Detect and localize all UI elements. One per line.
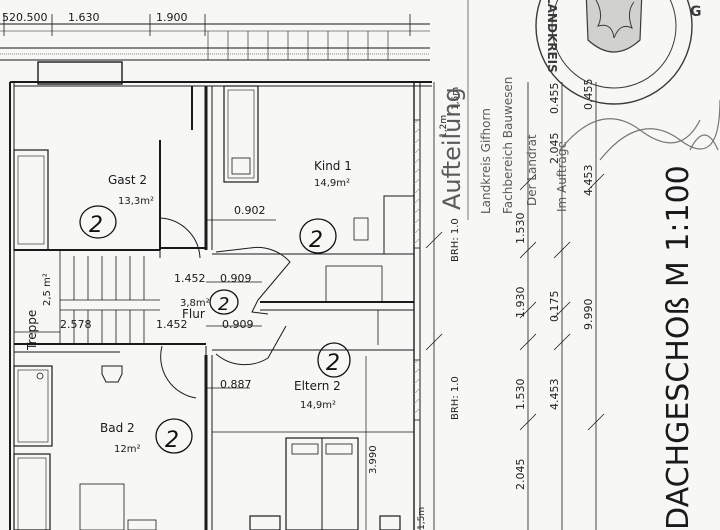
room-area-kind: 14,9m²: [314, 178, 350, 189]
fixtures: [13, 85, 421, 530]
dimension-0887: 0.887: [220, 378, 252, 391]
dimension-right-col2-2: 0.175: [548, 291, 561, 323]
room-area-gast: 13,3m²: [118, 196, 154, 207]
stamp-title: Aufteilung: [438, 87, 466, 210]
brh-upper: BRH: 1.0: [450, 218, 461, 262]
dimension-right-col2-1: 2.045: [548, 133, 561, 165]
brh-lower: BRH: 1.0: [450, 376, 461, 420]
handwritten-mark-kind: 2: [309, 228, 323, 253]
dimension-0909-upper: 0.909: [220, 272, 252, 285]
room-name-eltern: Eltern 2: [294, 379, 341, 393]
signature: [559, 99, 720, 161]
right-dimension-chains: [425, 82, 605, 530]
room-name-kind: Kind 1: [314, 159, 352, 173]
dimension-right-col3-4: 9.990: [582, 299, 595, 331]
room-area-bad: 12m²: [114, 444, 140, 455]
dimension-1452-lower: 1.452: [156, 318, 188, 331]
room-area-treppe: 2,5 m²: [42, 273, 53, 306]
dimension-top-1: 520.500: [2, 11, 48, 24]
handwritten-marks: [79, 205, 351, 454]
seal-text: LANDKREIS: [545, 0, 559, 73]
room-name-flur: Flur: [182, 307, 205, 321]
dimension-0909-lower: 0.909: [222, 318, 254, 331]
room-area-flur: 3,8m²: [180, 298, 210, 309]
seal-letter: G: [690, 4, 702, 20]
stamp-authority: Landkreis Gifhorn: [479, 108, 493, 214]
handwritten-mark-bad: 2: [165, 428, 179, 453]
top-dimension-strip: [0, 14, 430, 61]
dimension-height-12: 1,2m: [439, 115, 449, 138]
staircase: [59, 250, 160, 344]
dimension-top-3: 1.900: [156, 11, 188, 24]
dimension-right-col1-1: 1.530: [514, 213, 527, 245]
room-name-bad: Bad 2: [100, 421, 135, 435]
handwritten-mark-eltern: 2: [326, 351, 340, 376]
room-name-gast: Gast 2: [108, 173, 147, 187]
dimension-right-col3-1: 0.455: [548, 83, 561, 115]
dimension-1452-upper: 1.452: [174, 272, 206, 285]
dimension-2578: 2.578: [60, 318, 92, 331]
room-name-treppe: Treppe: [25, 310, 39, 351]
dimension-3990: 3.990: [368, 445, 379, 474]
room-area-eltern: 14,9m²: [300, 400, 336, 411]
official-seal: [535, 0, 693, 105]
wall-hatching: [413, 117, 421, 415]
dimension-0902: 0.902: [234, 204, 266, 217]
handwritten-mark-flur: 2: [218, 294, 229, 315]
dimension-height-upper: 1,5m: [451, 87, 461, 110]
dimension-right-col1-3: 1.530: [514, 379, 527, 411]
stamp-department: Fachbereich Bauwesen: [501, 77, 515, 214]
handwritten-mark-gast: 2: [89, 213, 103, 238]
dimension-right-col2-3: 4.453: [548, 379, 561, 411]
drawing-title: DACHGESCHOß M 1:100: [661, 165, 696, 530]
door-swings: [159, 217, 291, 399]
inner-dimension-lines: [14, 219, 367, 530]
dimension-top-2: 1.630: [68, 11, 100, 24]
dimension-right-col1-2: 1.930: [514, 287, 527, 319]
dimension-right-col3-3: 4.453: [582, 165, 595, 197]
stamp-commission: Im Auftrage: [555, 141, 569, 212]
dimension-right-col1-4: 2.045: [514, 459, 527, 491]
dimension-height-lower: 1,5m: [417, 507, 427, 530]
stamp-signed: Der Landrat: [525, 134, 539, 206]
dimension-right-col3-2: 0.455: [582, 79, 595, 111]
approval-stamp: Aufteilung Landkreis Gifhorn Fachbereich…: [438, 0, 720, 220]
